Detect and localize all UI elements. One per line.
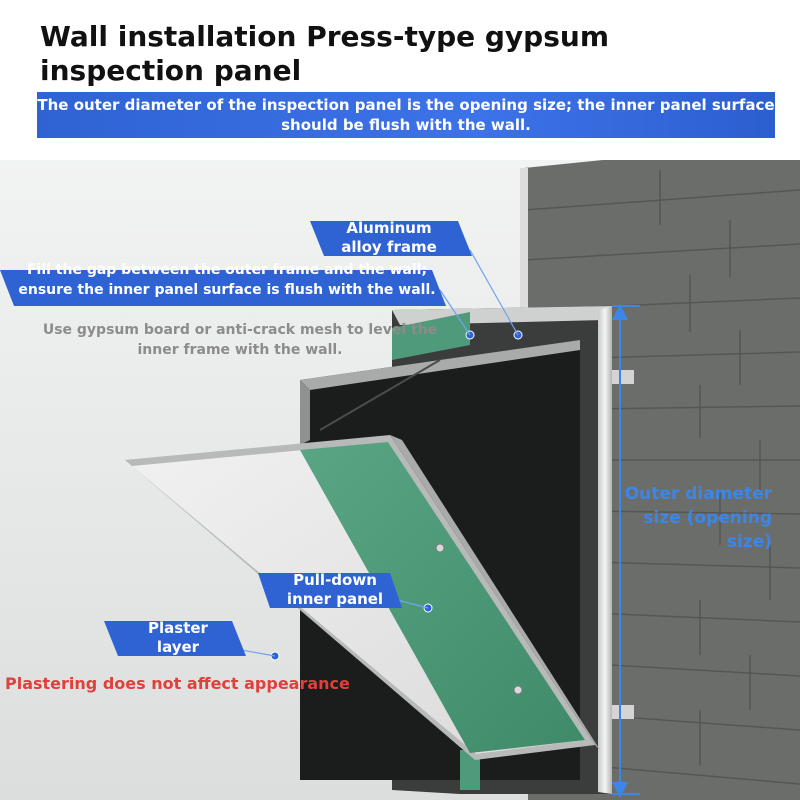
product-illustration: Aluminum alloy frame Fill the gap betwee…: [0, 160, 800, 800]
plaster-label: Plaster layer: [148, 619, 208, 656]
pull-down-banner: [258, 573, 402, 608]
subtitle-text: The outer diameter of the inspection pan…: [37, 96, 775, 134]
aluminum-frame-banner: [310, 221, 472, 256]
illustration-svg: [0, 160, 800, 800]
dimension-arrow: [612, 304, 640, 798]
use-gypsum-label: Use gypsum board or anti-crack mesh to l…: [42, 322, 438, 358]
subtitle-banner: The outer diameter of the inspection pan…: [37, 92, 775, 138]
aluminum-frame-label: Aluminum alloy frame: [341, 219, 437, 256]
page-title: Wall installation Press-type gypsum insp…: [40, 20, 609, 87]
fill-gap-banner: [0, 270, 446, 306]
pull-down-label: Pull-down inner panel: [286, 571, 384, 608]
plaster-banner: [104, 621, 246, 656]
safety-wire: [319, 359, 441, 431]
header: Wall installation Press-type gypsum insp…: [0, 0, 800, 160]
outer-diameter-label: Outer diameter size (opening size): [624, 484, 772, 552]
plastering-note: Plastering does not affect appearance: [5, 674, 350, 693]
fill-gap-label: Fill the gap between the outer frame and…: [18, 262, 436, 298]
